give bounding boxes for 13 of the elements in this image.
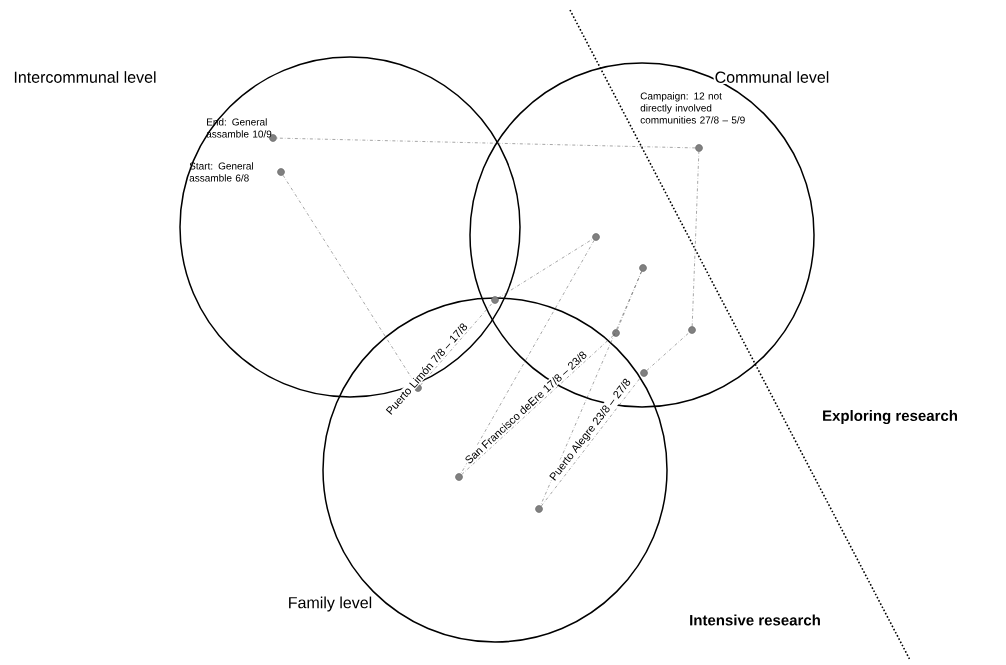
connector (497, 238, 594, 299)
event-note: Campaign: 12 not directly involved communities 27/8 – 5/9 (640, 92, 745, 124)
level-label: Communal level (713, 70, 831, 84)
level-label: Intercommunal level (12, 70, 158, 84)
connector (460, 240, 595, 474)
region-label: Intensive research (688, 613, 822, 627)
level-label: Family level (286, 595, 374, 613)
connector (420, 302, 493, 386)
connector (540, 271, 642, 506)
connector (646, 332, 690, 371)
connector (461, 335, 614, 475)
region-label: Exploring research (821, 409, 959, 426)
connector (691, 151, 700, 327)
